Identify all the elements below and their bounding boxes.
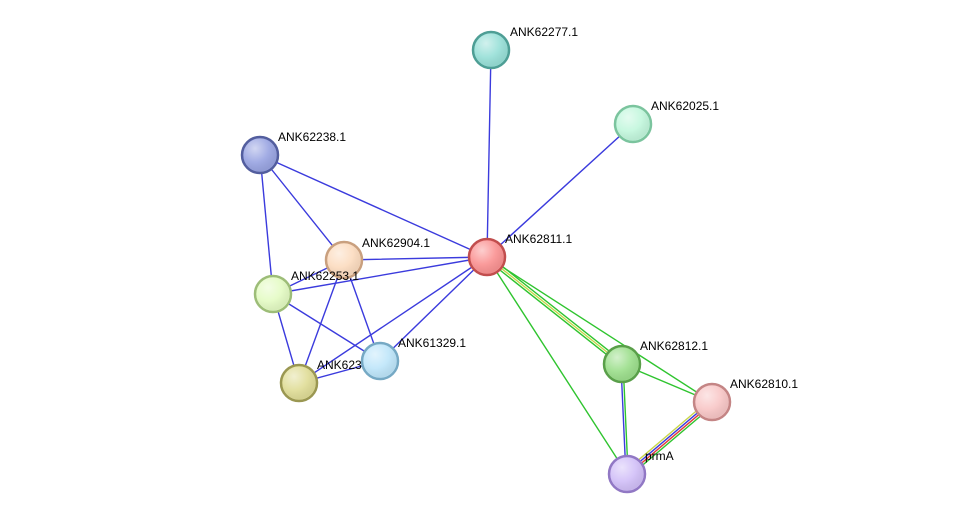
node-circle xyxy=(240,135,280,175)
edge-ANK62811.1-ANK62810.1[interactable] xyxy=(486,256,713,403)
edge-ANK62811.1-ANK62904.1[interactable] xyxy=(343,256,488,261)
edge-ANK62904.1-ANK623[interactable] xyxy=(298,259,345,384)
node-circle xyxy=(602,344,642,384)
node-ANK62238.1[interactable] xyxy=(240,135,280,175)
edge-channel-line xyxy=(486,256,628,475)
edge-ANK62811.1-ANK62025.1[interactable] xyxy=(486,123,634,258)
edge-channel-line xyxy=(298,259,345,384)
node-circle xyxy=(471,30,511,70)
edge-ANK62811.1-ANK62277.1[interactable] xyxy=(486,49,492,258)
edge-ANK62811.1-ANK62238.1[interactable] xyxy=(259,154,488,258)
node-ANK62810.1[interactable] xyxy=(692,382,732,422)
node-circle xyxy=(279,363,319,403)
node-circle xyxy=(607,454,647,494)
node-ANK62253.1[interactable] xyxy=(253,274,293,314)
node-circle xyxy=(467,237,507,277)
edge-ANK62253.1-ANK61329.1[interactable] xyxy=(272,293,381,362)
node-ANK62811.1[interactable] xyxy=(467,237,507,277)
edge-channel-line xyxy=(272,293,381,362)
node-label-ANK62812.1: ANK62812.1 xyxy=(640,339,708,353)
edge-channel-line xyxy=(486,49,492,258)
label-layer: ANK62277.1ANK62025.1ANK62238.1ANK62904.1… xyxy=(278,25,798,463)
node-label-ANK62810.1: ANK62810.1 xyxy=(730,377,798,391)
edge-ANK62811.1-ANK623[interactable] xyxy=(298,256,488,384)
node-ANK62812.1[interactable] xyxy=(602,344,642,384)
node-label-ANK623: ANK623 xyxy=(317,358,362,372)
node-label-ANK62025.1: ANK62025.1 xyxy=(651,99,719,113)
edge-channel-line xyxy=(379,256,488,362)
edge-channel-line xyxy=(343,256,488,261)
node-prmA[interactable] xyxy=(607,454,647,494)
edge-channel-line xyxy=(298,256,488,384)
edge-channel-line xyxy=(486,123,634,258)
node-ANK623[interactable] xyxy=(279,363,319,403)
edge-ANK62811.1-ANK62812.1[interactable] xyxy=(484,254,625,367)
edge-channel-line xyxy=(259,154,274,295)
edge-channel-line xyxy=(484,258,622,367)
edge-ANK62811.1-ANK62253.1[interactable] xyxy=(272,256,488,295)
node-label-ANK62904.1: ANK62904.1 xyxy=(362,236,430,250)
edge-ANK62811.1-ANK61329.1[interactable] xyxy=(379,256,488,362)
edge-channel-line xyxy=(259,154,488,258)
edge-ANK62238.1-ANK62253.1[interactable] xyxy=(259,154,274,295)
edge-ANK62238.1-ANK62904.1[interactable] xyxy=(259,154,345,261)
node-label-ANK62253.1: ANK62253.1 xyxy=(291,269,359,283)
node-label-ANK62277.1: ANK62277.1 xyxy=(510,25,578,39)
edge-channel-line xyxy=(486,256,713,403)
node-label-prmA: prmA xyxy=(645,449,674,463)
edge-channel-line xyxy=(259,154,345,261)
node-circle xyxy=(253,274,293,314)
node-label-ANK62238.1: ANK62238.1 xyxy=(278,130,346,144)
edge-channel-line xyxy=(272,256,488,295)
node-label-ANK62811.1: ANK62811.1 xyxy=(505,232,572,246)
edge-ANK62811.1-prmA[interactable] xyxy=(486,256,628,475)
node-circle xyxy=(613,104,653,144)
node-circle xyxy=(692,382,732,422)
node-ANK61329.1[interactable] xyxy=(360,341,400,381)
node-circle xyxy=(360,341,400,381)
node-ANK62277.1[interactable] xyxy=(471,30,511,70)
edge-channel-line xyxy=(486,256,623,365)
node-label-ANK61329.1: ANK61329.1 xyxy=(398,336,466,350)
node-ANK62025.1[interactable] xyxy=(613,104,653,144)
